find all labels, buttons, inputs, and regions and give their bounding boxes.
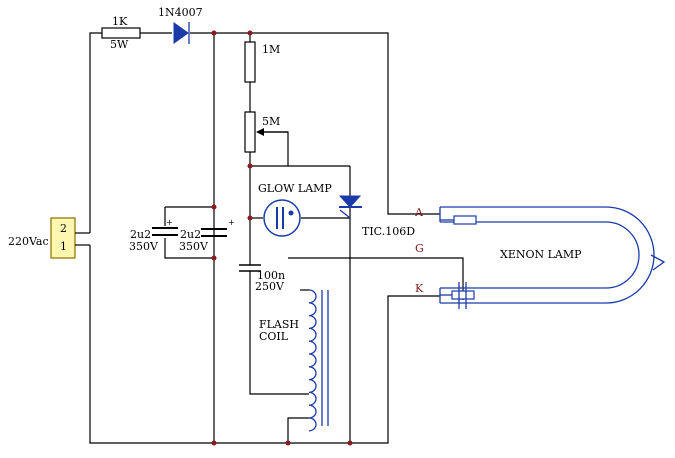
r1-power-label: 5W [110, 38, 129, 51]
cap1-voltage-label: 350V [129, 240, 159, 253]
cap3-value-label: 100n [257, 269, 285, 282]
glow-lamp-symbol [263, 199, 301, 237]
potentiometer-5m [244, 111, 288, 153]
power-connector: 2 1 [50, 217, 90, 259]
cap1-value-label: 2u2 [130, 228, 151, 241]
xenon-lamp-symbol [439, 206, 666, 309]
cap2-value-label: 2u2 [180, 228, 201, 241]
supply-label: 220Vac [8, 235, 49, 248]
svg-text:+: + [166, 218, 173, 227]
scr-thyristor-symbol [338, 195, 362, 219]
resistor-1k [101, 27, 141, 39]
resistor-1m [244, 41, 256, 83]
r2-value-label: 1M [262, 43, 280, 56]
capacitor-2: + [201, 218, 235, 237]
scr-label: TIC.106D [362, 225, 415, 238]
r1-value-label: 1K [112, 15, 128, 28]
terminal-k-label: K [415, 282, 424, 295]
xenon-lamp-label: XENON LAMP [500, 248, 582, 261]
capacitor-1: + [152, 218, 178, 236]
connector-pin-2: 2 [60, 222, 67, 235]
terminal-g-label: G [415, 242, 424, 255]
capacitor-100n [239, 264, 261, 272]
coil-label-line1: FLASH [259, 318, 299, 331]
glow-lamp-label: GLOW LAMP [258, 182, 332, 195]
diode-label: 1N4007 [158, 6, 203, 19]
flash-coil-symbol [308, 289, 329, 432]
connector-pin-1: 1 [60, 240, 67, 253]
pot-value-label: 5M [262, 115, 280, 128]
cap2-voltage-label: 350V [179, 240, 209, 253]
svg-text:+: + [228, 218, 235, 227]
coil-label-line2: COIL [259, 330, 289, 343]
diode-symbol [173, 22, 190, 44]
cap3-voltage-label: 250V [255, 280, 285, 293]
terminal-a-label: A [414, 206, 424, 219]
junction-dots [211, 30, 353, 446]
